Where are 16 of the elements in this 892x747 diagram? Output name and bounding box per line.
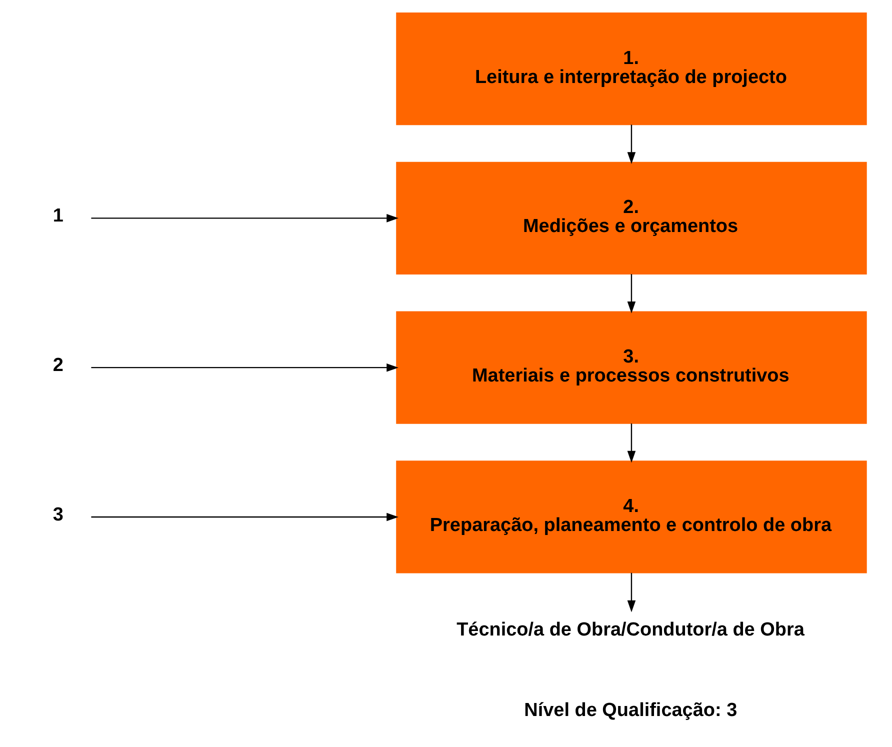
- arrow: [90, 512, 398, 522]
- arrow: [626, 274, 636, 314]
- arrow: [90, 214, 398, 222]
- arrow: [626, 424, 636, 463]
- arrow: [90, 363, 398, 372]
- node-text: 1: [52, 205, 63, 226]
- node-box: 2. Medições e orçamentos: [396, 162, 866, 274]
- arrow: [626, 572, 636, 612]
- node-text: Técnico/a de Obra/Condutor/a de Obra: [456, 619, 804, 640]
- node-box: 1. Leitura e interpretação de projecto: [396, 12, 866, 126]
- label: Nível de Qualificação: 3: [524, 700, 737, 721]
- node-box: 4. Preparação, planeamento e controlo de obra: [396, 460, 866, 574]
- arrow: [626, 124, 636, 164]
- node-box: 3. Materiais e processos construtivos: [396, 311, 866, 424]
- node-text: 3: [52, 504, 63, 526]
- node-text: 2: [52, 354, 63, 376]
